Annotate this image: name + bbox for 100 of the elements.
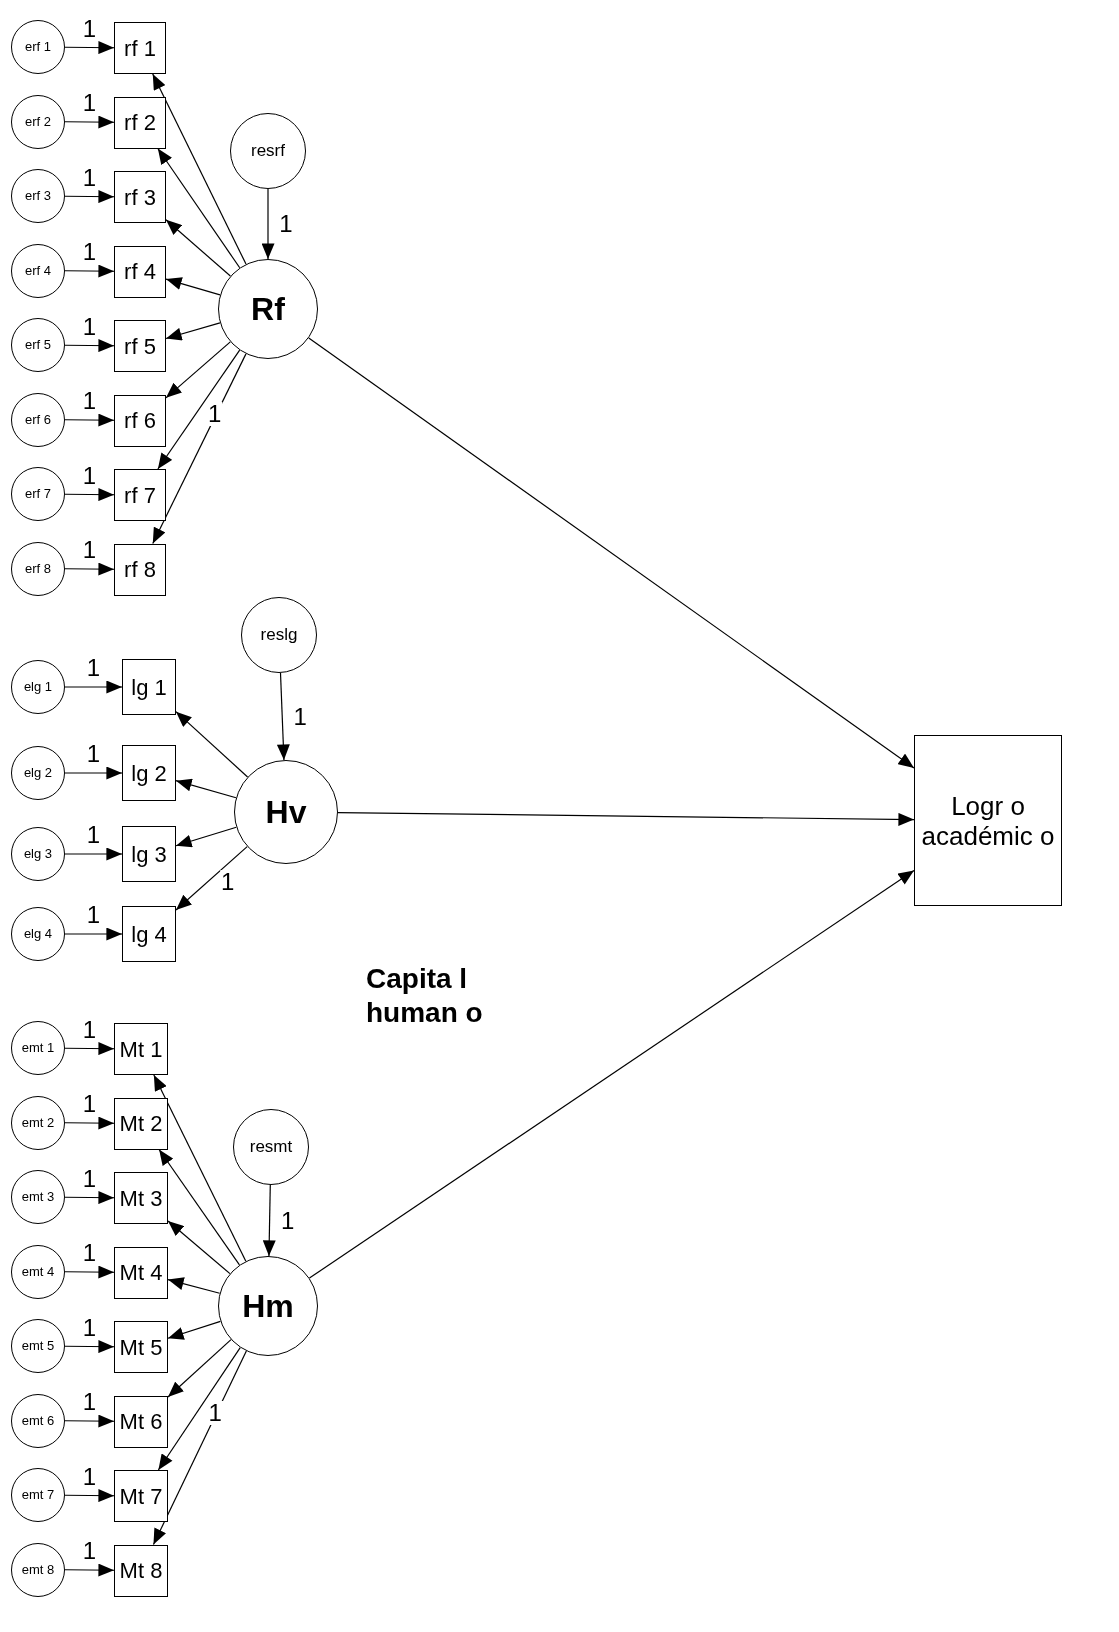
node-label: emt 3 <box>20 1190 56 1204</box>
arrow <box>167 1220 231 1275</box>
arrow <box>157 349 241 470</box>
arrow <box>64 766 123 780</box>
outcome-box <box>914 735 1062 906</box>
indicator-box <box>122 659 176 715</box>
node-label: Logr o académic o <box>920 790 1056 851</box>
arrow <box>337 812 915 826</box>
node-label: reslg <box>259 624 299 647</box>
arrow <box>167 1339 232 1398</box>
edge-label: 1 <box>207 401 223 426</box>
node-label: lg 1 <box>130 675 168 699</box>
indicator-box <box>114 469 166 521</box>
node-label: erf 8 <box>24 561 52 576</box>
arrow <box>308 869 915 1279</box>
arrow <box>153 1074 247 1262</box>
arrow <box>64 847 123 861</box>
indicator-box <box>114 245 166 298</box>
node-label: lg 3 <box>130 842 168 866</box>
node-label: elg 2 <box>22 766 54 780</box>
indicator-box <box>114 1246 168 1299</box>
arrow <box>165 219 231 277</box>
node-label: lg 2 <box>130 761 168 785</box>
node-label: rf 3 <box>123 185 157 209</box>
arrow <box>175 826 237 848</box>
node-label: elg 1 <box>22 680 54 694</box>
node-label: lg 4 <box>130 922 168 946</box>
indicator-box <box>114 543 166 596</box>
arrow <box>175 846 248 911</box>
node-label: rf 6 <box>123 409 157 432</box>
node-label: emt 5 <box>20 1339 56 1353</box>
arrow <box>308 337 915 769</box>
arrow <box>158 1148 241 1266</box>
arrow <box>64 927 123 941</box>
indicator-box <box>114 1097 168 1150</box>
node-label: Hv <box>264 793 308 832</box>
node-label: emt 7 <box>20 1488 56 1502</box>
node-label: Mt 4 <box>118 1261 164 1284</box>
arrow <box>64 1489 115 1503</box>
node-label: erf 5 <box>24 338 52 352</box>
node-label: erf 1 <box>24 40 52 54</box>
arrow <box>276 672 290 761</box>
arrow <box>64 1191 115 1205</box>
indicator-box <box>114 394 166 447</box>
node-label: Rf <box>250 290 286 329</box>
arrow <box>64 1265 115 1279</box>
arrow <box>64 41 115 55</box>
node-label: emt 1 <box>20 1041 56 1055</box>
indicator-box <box>114 1023 168 1075</box>
arrow <box>64 1340 115 1354</box>
node-label: erf 7 <box>24 487 52 501</box>
indicator-box <box>114 96 166 149</box>
arrow <box>64 115 115 129</box>
arrow <box>167 1320 221 1340</box>
node-label: erf 2 <box>24 114 52 129</box>
indicator-box <box>122 826 176 882</box>
node-label: emt 4 <box>20 1264 56 1279</box>
arrow <box>64 190 115 204</box>
node-label: Mt 2 <box>118 1112 164 1135</box>
arrow <box>64 680 123 694</box>
node-label: rf 1 <box>123 36 157 60</box>
node-label: emt 8 <box>20 1562 56 1577</box>
indicator-box <box>114 1172 168 1224</box>
node-label: Mt 8 <box>118 1559 164 1582</box>
node-label: emt 2 <box>20 1115 56 1130</box>
node-label: rf 7 <box>123 483 157 507</box>
arrow <box>152 1350 247 1546</box>
arrow <box>64 562 115 576</box>
arrow <box>152 353 247 545</box>
construct-label: Capita l human o <box>366 962 484 1030</box>
node-label: elg 4 <box>22 927 54 941</box>
node-label: emt 6 <box>20 1413 56 1428</box>
node-label: Mt 5 <box>118 1335 164 1359</box>
indicator-box <box>114 1544 168 1597</box>
arrow <box>64 1414 115 1428</box>
indicator-box <box>122 745 176 801</box>
arrow <box>157 147 241 269</box>
node-label: rf 4 <box>123 260 157 283</box>
arrow <box>64 1563 115 1577</box>
indicator-box <box>114 320 166 372</box>
arrow <box>165 341 231 399</box>
indicator-box <box>114 22 166 74</box>
arrow <box>64 264 115 278</box>
node-label: Hm <box>241 1287 295 1326</box>
indicator-box <box>114 1395 168 1448</box>
node-label: Mt 7 <box>118 1484 164 1508</box>
edge-label: 1 <box>207 1400 223 1425</box>
node-label: Mt 6 <box>118 1410 164 1433</box>
arrow <box>157 1346 241 1471</box>
arrow <box>64 1116 115 1130</box>
arrow <box>262 1184 276 1257</box>
arrow <box>175 711 249 778</box>
node-label: erf 3 <box>24 189 52 203</box>
indicator-box <box>114 1470 168 1522</box>
indicator-box <box>122 906 176 962</box>
arrow <box>152 73 247 265</box>
node-label: erf 6 <box>24 412 52 427</box>
node-label: Mt 1 <box>118 1037 164 1061</box>
node-label: erf 4 <box>24 263 52 278</box>
arrow <box>64 339 115 353</box>
